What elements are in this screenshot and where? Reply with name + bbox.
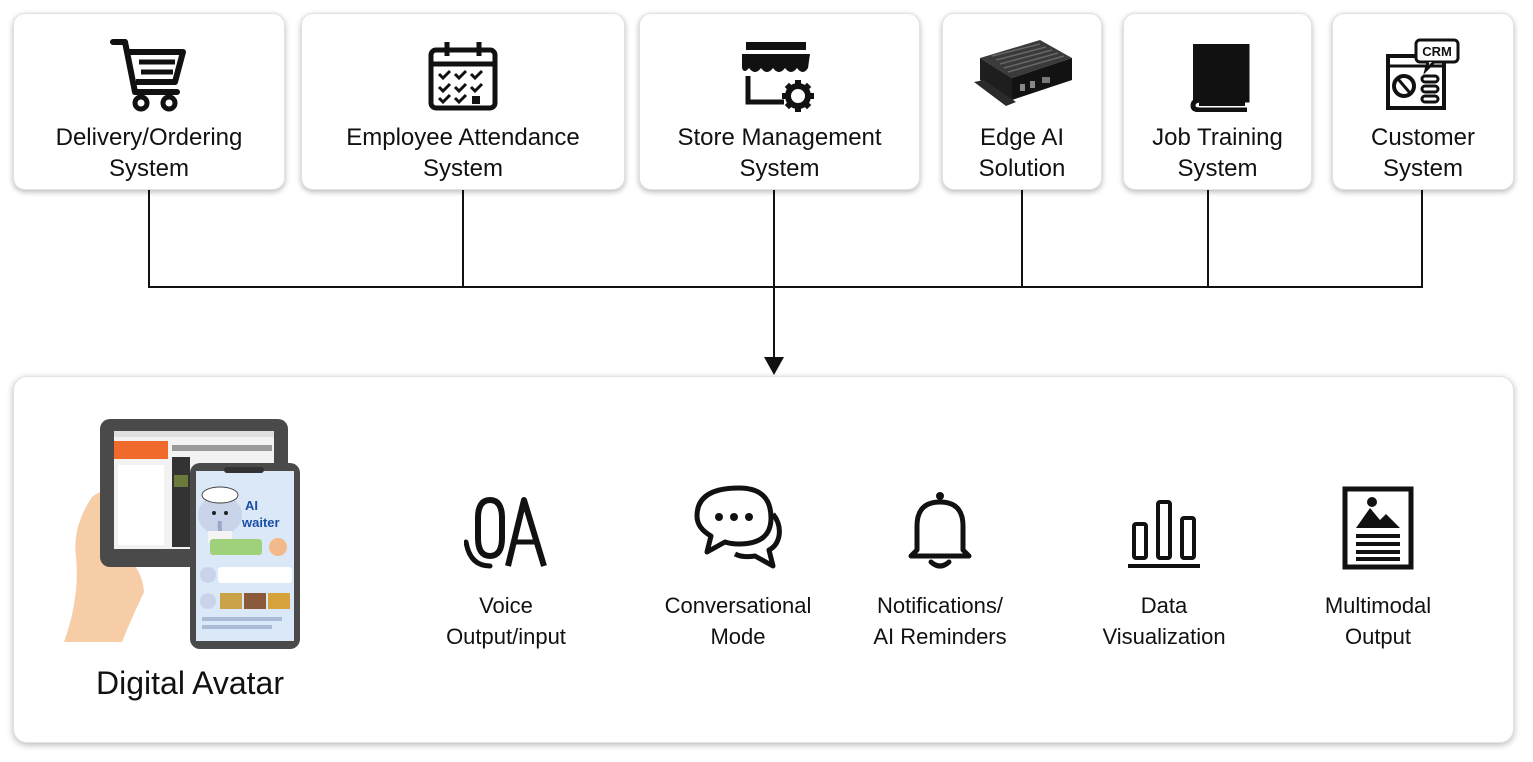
crm-icon: CRM	[1386, 36, 1460, 112]
system-card-customer: CRM Customer System	[1332, 13, 1514, 190]
chat-bubbles-icon	[693, 482, 783, 570]
system-label: Delivery/Ordering System	[55, 124, 243, 182]
feature-label: Notifications/ AI Reminders	[873, 593, 1007, 649]
storefront-gear-icon	[740, 36, 820, 112]
crm-badge-text: CRM	[1422, 44, 1452, 59]
feature-label: Voice Output/input	[446, 593, 566, 649]
ai-waiter-line-2: waiter	[241, 515, 280, 530]
system-card-job-training: Job Training System	[1123, 13, 1312, 190]
tablet-and-phone-illustration: AI waiter	[62, 417, 312, 657]
feature-multimodal: Multimodal Output	[1278, 482, 1478, 652]
calendar-icon	[427, 36, 499, 112]
system-label: Customer System	[1370, 124, 1476, 182]
feature-voice: Voice Output/input	[406, 482, 606, 652]
feature-conversational: Conversational Mode	[638, 482, 838, 652]
bar-chart-icon	[1126, 482, 1202, 570]
system-card-store-management: Store Management System	[639, 13, 920, 190]
bell-icon	[905, 482, 975, 570]
voice-waveform-icon	[464, 482, 548, 570]
digital-avatar-panel: AI waiter Digital Avatar Voice Outpu	[13, 376, 1514, 743]
system-label: Employee Attendance System	[346, 124, 580, 182]
system-card-employee-attendance: Employee Attendance System	[301, 13, 625, 190]
feature-label: Conversational Mode	[664, 593, 812, 649]
avatar-title: Digital Avatar	[96, 665, 284, 701]
ai-waiter-line-1: AI	[245, 498, 258, 513]
down-arrow-icon	[764, 357, 784, 375]
system-label: Store Management System	[677, 124, 882, 182]
feature-label: Multimodal Output	[1324, 593, 1432, 649]
system-card-delivery-ordering: Delivery/Ordering System	[13, 13, 285, 190]
feature-label: Data Visualization	[1102, 593, 1226, 649]
system-label: Job Training System	[1152, 124, 1283, 182]
book-icon	[1185, 36, 1251, 112]
system-card-edge-ai: Edge AI Solution	[942, 13, 1102, 190]
system-label: Edge AI Solution	[978, 124, 1066, 182]
feature-data-visualization: Data Visualization	[1064, 482, 1264, 652]
feature-notifications: Notifications/ AI Reminders	[840, 482, 1040, 652]
document-image-icon	[1342, 482, 1414, 570]
shopping-cart-icon	[109, 36, 189, 112]
edge-device-icon	[970, 36, 1074, 112]
